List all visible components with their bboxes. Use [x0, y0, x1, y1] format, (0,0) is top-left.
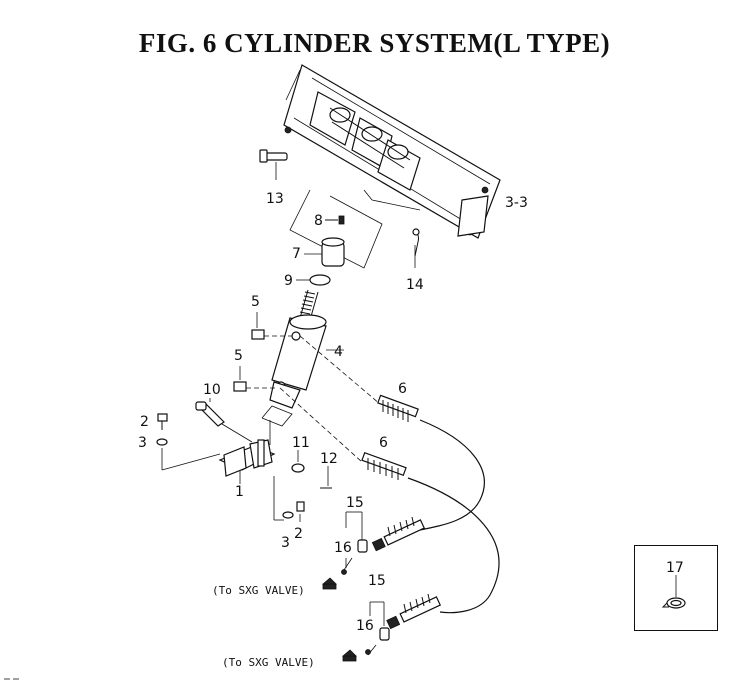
label-11: 11	[292, 435, 310, 451]
label-13: 13	[266, 191, 284, 207]
label-5-upper: 5	[251, 294, 260, 310]
pin-8	[338, 215, 345, 225]
washer-9	[309, 274, 331, 286]
frame-assembly	[283, 64, 501, 239]
valve-arrow-lower	[341, 649, 357, 662]
label-2-lower: 2	[294, 526, 303, 542]
cylinder-4	[269, 289, 344, 409]
hose-end-upper	[371, 516, 426, 552]
hose-end-lower	[386, 593, 442, 630]
hose-6-lower	[279, 387, 500, 614]
bolt-2-upper	[157, 413, 168, 430]
washer-3-upper	[156, 438, 168, 446]
label-8: 8	[314, 213, 323, 229]
label-17: 17	[666, 560, 684, 576]
note-to-valve-lower: (To SXG VALVE)	[222, 656, 315, 669]
fitting-5-upper	[251, 312, 292, 340]
bolt-2-lower	[296, 501, 305, 512]
label-12: 12	[320, 451, 338, 467]
label-16-lower: 16	[356, 618, 374, 634]
label-6-upper: 6	[398, 381, 407, 397]
label-9: 9	[284, 273, 293, 289]
label-4: 4	[334, 344, 343, 360]
label-3-upper: 3	[138, 435, 147, 451]
fitting-15-16-lower	[365, 601, 390, 656]
label-10: 10	[203, 382, 221, 398]
label-7: 7	[292, 246, 301, 262]
clamp-17	[661, 575, 686, 609]
guide-lines	[289, 189, 421, 269]
label-15-upper: 15	[346, 495, 364, 511]
label-15-lower: 15	[368, 573, 386, 589]
washer-3-lower	[282, 511, 294, 519]
figure-title: FIG. 6 CYLINDER SYSTEM(L TYPE)	[138, 28, 611, 58]
washer-11	[291, 463, 305, 473]
pin-13	[259, 149, 288, 180]
label-16-upper: 16	[334, 540, 352, 556]
hose-6-upper	[299, 335, 485, 531]
fitting-5-lower	[233, 366, 276, 392]
pin-10	[195, 398, 253, 443]
label-14: 14	[406, 277, 424, 293]
label-3-3: 3-3	[505, 195, 528, 211]
label-5-lower: 5	[234, 348, 243, 364]
note-to-valve-upper: (To SXG VALVE)	[212, 584, 305, 597]
clip-14	[412, 228, 420, 268]
bushing-7	[304, 237, 345, 267]
fitting-15-16-upper	[341, 511, 368, 575]
part-17-inset-box	[634, 545, 718, 631]
valve-arrow-upper	[321, 577, 337, 590]
label-6-lower: 6	[379, 435, 388, 451]
bracket-1	[218, 439, 284, 521]
label-2-upper: 2	[140, 414, 149, 430]
label-3-lower: 3	[281, 535, 290, 551]
label-1: 1	[235, 484, 244, 500]
